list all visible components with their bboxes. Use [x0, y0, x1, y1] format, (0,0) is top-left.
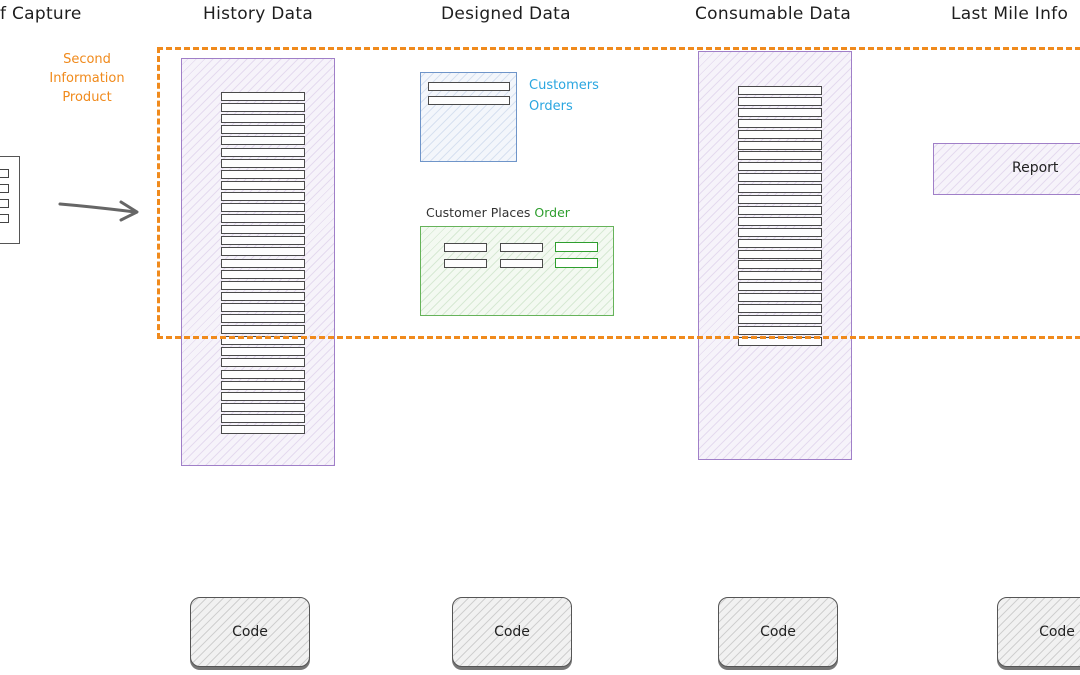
data-row — [221, 369, 305, 379]
second-product-line-3: Product — [62, 90, 112, 105]
customer-places-order-box — [420, 226, 614, 316]
relation-prefix: Customer Places — [426, 205, 531, 220]
entity-labels: Customers Orders — [529, 75, 599, 117]
data-row — [221, 413, 305, 423]
data-row — [738, 140, 822, 150]
data-row — [221, 291, 305, 301]
relation-row — [500, 259, 543, 268]
data-row — [738, 184, 822, 194]
code-label: Code — [1039, 624, 1075, 640]
relation-row — [444, 259, 487, 268]
capture-row — [0, 184, 9, 193]
relation-row-highlight — [555, 258, 598, 268]
code-box-consumable: Code — [718, 597, 838, 667]
header-consumable-data: Consumable Data — [695, 4, 852, 24]
entity-row — [428, 96, 510, 105]
data-row — [738, 227, 822, 237]
relation-row-highlight — [555, 242, 598, 252]
data-row — [221, 280, 305, 290]
customers-label: Customers — [529, 78, 599, 93]
data-row — [221, 125, 305, 135]
data-row — [221, 258, 305, 268]
data-row — [221, 103, 305, 113]
data-row — [738, 304, 822, 313]
capture-row — [0, 169, 9, 178]
data-row — [738, 107, 822, 117]
code-label: Code — [232, 624, 268, 640]
data-row — [738, 151, 822, 161]
data-row — [221, 302, 305, 312]
data-row — [738, 205, 822, 215]
report-box: Report — [933, 143, 1080, 195]
data-row — [738, 314, 822, 324]
relation-label: Customer Places Order — [426, 205, 570, 220]
data-row — [221, 269, 305, 279]
data-row — [221, 214, 305, 224]
relation-row — [444, 243, 487, 252]
second-information-product-label: Second Information Product — [38, 50, 136, 107]
header-last-mile-info: Last Mile Info — [951, 4, 1069, 24]
data-row — [738, 129, 822, 139]
data-row — [738, 195, 822, 204]
header-capture: f Capture — [0, 4, 82, 24]
flow-arrow-icon — [58, 200, 139, 222]
data-row — [221, 425, 305, 434]
data-row — [738, 96, 822, 106]
data-row — [738, 282, 822, 292]
data-row — [738, 238, 822, 248]
code-label: Code — [494, 624, 530, 640]
second-information-product-frame — [157, 47, 1080, 339]
data-row — [221, 92, 305, 101]
customers-orders-entity-box — [420, 72, 517, 162]
second-product-line-2: Information — [49, 71, 125, 86]
header-history-data: History Data — [203, 4, 314, 24]
capture-source-box — [0, 156, 20, 244]
relation-highlight: Order — [534, 205, 570, 220]
data-row — [221, 402, 305, 412]
consumable-data-rows — [738, 86, 822, 348]
header-designed-data: Designed Data — [441, 4, 571, 24]
report-label: Report — [1012, 160, 1059, 176]
entity-row — [428, 82, 510, 91]
data-row — [221, 158, 305, 168]
data-row — [221, 169, 305, 179]
data-row — [738, 173, 822, 183]
data-row — [221, 380, 305, 390]
data-row — [221, 191, 305, 201]
data-row — [738, 249, 822, 259]
data-row — [221, 147, 305, 157]
data-row — [221, 225, 305, 235]
capture-row — [0, 199, 9, 208]
code-box-history: Code — [190, 597, 310, 667]
data-row — [221, 236, 305, 246]
data-row — [221, 136, 305, 146]
code-label: Code — [760, 624, 796, 640]
data-row — [221, 247, 305, 257]
data-row — [221, 314, 305, 323]
data-row — [738, 86, 822, 95]
data-row — [738, 293, 822, 303]
code-box-designed: Code — [452, 597, 572, 667]
data-row — [738, 162, 822, 172]
data-row — [221, 347, 305, 357]
history-data-rows — [221, 92, 305, 442]
orders-label: Orders — [529, 99, 573, 114]
code-box-last-mile: Code — [997, 597, 1080, 667]
data-row — [221, 358, 305, 368]
data-row — [738, 260, 822, 270]
data-row — [221, 391, 305, 401]
data-row — [738, 271, 822, 281]
data-row — [221, 203, 305, 212]
data-row — [738, 118, 822, 128]
relation-row — [500, 243, 543, 252]
data-row — [221, 325, 305, 335]
second-product-line-1: Second — [63, 52, 111, 67]
data-row — [738, 216, 822, 226]
capture-row — [0, 214, 9, 223]
data-row — [221, 180, 305, 190]
data-row — [221, 114, 305, 124]
data-row — [738, 325, 822, 335]
